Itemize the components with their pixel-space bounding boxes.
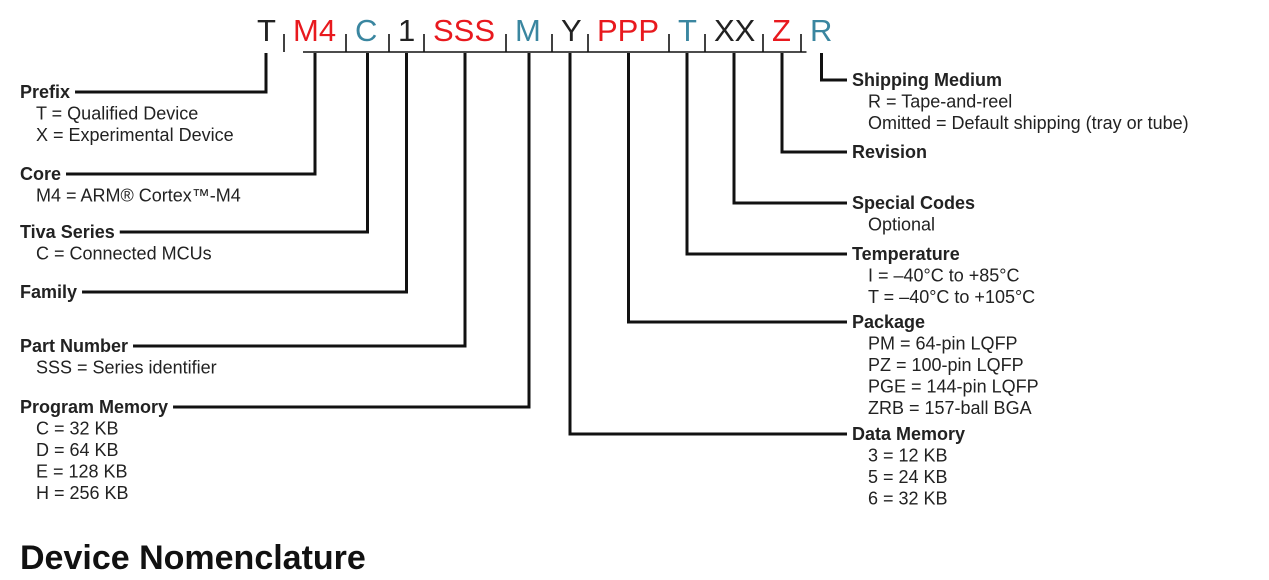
field-item: T = –40°C to +105°C <box>868 287 1035 307</box>
field-item: R = Tape-and-reel <box>868 92 1012 112</box>
field-item: 3 = 12 KB <box>868 446 948 466</box>
field-item: PM = 64-pin LQFP <box>868 334 1018 354</box>
field-title: Data Memory <box>852 424 965 444</box>
code-segment-5: M <box>515 13 541 48</box>
field-item: D = 64 KB <box>36 440 119 460</box>
field-item: SSS = Series identifier <box>36 358 217 378</box>
field-item: C = Connected MCUs <box>36 244 212 264</box>
field-item: T = Qualified Device <box>36 104 198 124</box>
code-segment-11: R <box>810 13 832 48</box>
field-title: Shipping Medium <box>852 70 1002 90</box>
field-title: Family <box>20 282 77 302</box>
field-title: Package <box>852 312 925 332</box>
code-segment-2: C <box>355 13 377 48</box>
field-item: ZRB = 157-ball BGA <box>868 398 1032 418</box>
field-title: Part Number <box>20 336 128 356</box>
field-item: PGE = 144-pin LQFP <box>868 377 1039 397</box>
code-segment-6: Y <box>561 13 582 48</box>
leader-line <box>173 53 531 409</box>
field-title: Core <box>20 164 61 184</box>
code-segment-7: PPP <box>597 13 659 48</box>
code-segment-8: T <box>678 13 697 48</box>
field-item: 6 = 32 KB <box>868 489 948 509</box>
leader-line <box>627 53 847 324</box>
page-heading: Device Nomenclature <box>20 539 366 577</box>
code-segment-0: T <box>257 13 276 48</box>
leader-line <box>75 53 268 94</box>
code-segment-10: Z <box>772 13 791 48</box>
field-item: C = 32 KB <box>36 419 119 439</box>
code-segment-1: M4 <box>293 13 336 48</box>
field-item: Omitted = Default shipping (tray or tube… <box>868 113 1189 133</box>
field-item: E = 128 KB <box>36 462 128 482</box>
code-segment-3: 1 <box>398 13 415 48</box>
leader-line <box>780 53 847 154</box>
leader-line <box>820 53 847 82</box>
field-item: Optional <box>868 215 935 235</box>
field-title: Prefix <box>20 82 70 102</box>
leader-line <box>66 53 317 176</box>
field-title: Special Codes <box>852 193 975 213</box>
field-title: Program Memory <box>20 397 168 417</box>
field-item: 5 = 24 KB <box>868 467 948 487</box>
field-item: I = –40°C to +85°C <box>868 266 1020 286</box>
code-segment-9: XX <box>714 13 756 48</box>
field-title: Temperature <box>852 244 960 264</box>
leader-line <box>685 53 847 256</box>
leader-line <box>568 53 847 436</box>
leader-line <box>119 53 369 234</box>
field-title: Revision <box>852 142 927 162</box>
field-item: H = 256 KB <box>36 483 129 503</box>
field-item: PZ = 100-pin LQFP <box>868 355 1024 375</box>
leader-line <box>133 53 467 348</box>
field-item: X = Experimental Device <box>36 125 234 145</box>
leader-lines <box>66 53 847 436</box>
leader-line <box>732 53 847 205</box>
leader-line <box>82 53 408 294</box>
code-segment-4: SSS <box>433 13 495 48</box>
field-title: Tiva Series <box>20 222 115 242</box>
field-item: M4 = ARM® Cortex™-M4 <box>36 186 241 206</box>
